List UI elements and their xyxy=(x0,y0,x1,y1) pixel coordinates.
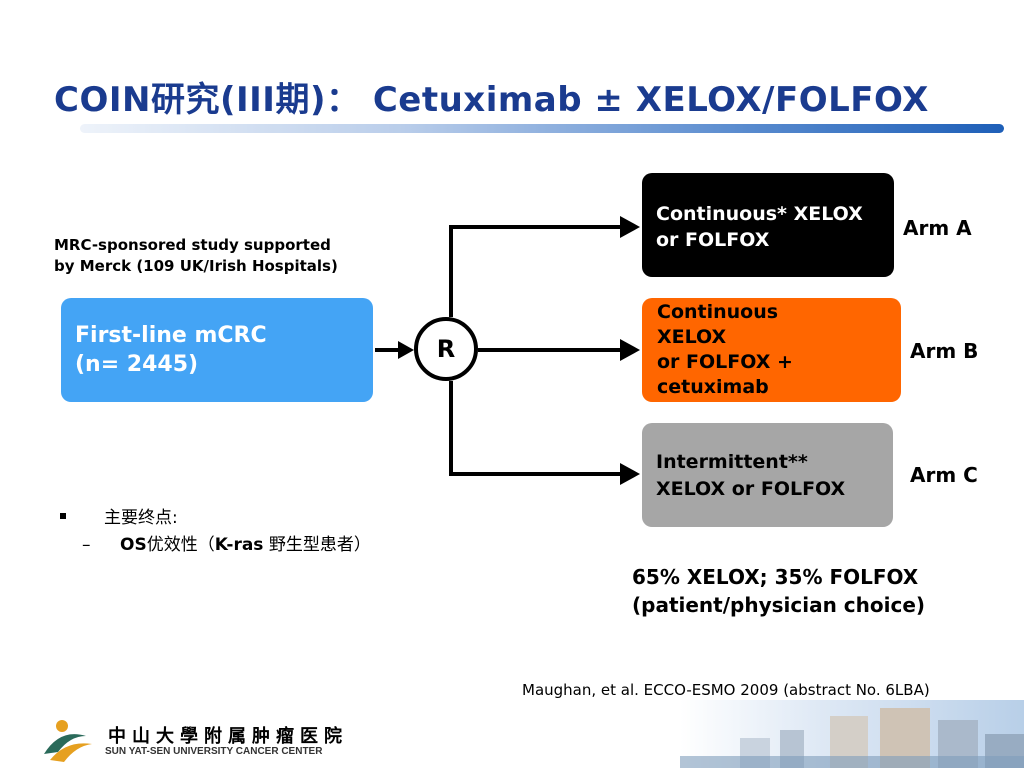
title-underline-bar xyxy=(80,124,1004,133)
sponsor-line-1: MRC-sponsored study supported xyxy=(54,236,331,254)
arm-c-line-1: Intermittent** xyxy=(656,451,808,473)
population-line-1: First-line mCRC xyxy=(75,323,267,348)
randomization-node: R xyxy=(414,317,478,381)
arrowhead-arm-a xyxy=(620,216,640,238)
citation: Maughan, et al. ECCO-ESMO 2009 (abstract… xyxy=(522,681,930,699)
endpoint-list: 主要终点: – OS优效性（K-ras 野生型患者） xyxy=(60,505,371,559)
sponsor-note: MRC-sponsored study supported by Merck (… xyxy=(54,235,338,277)
endpoint-os: OS xyxy=(120,535,147,555)
arm-b-line-2: XELOX xyxy=(657,326,727,348)
population-box: First-line mCRC (n= 2445) xyxy=(61,298,373,402)
hospital-buildings-image xyxy=(680,700,1024,768)
square-bullet-icon xyxy=(60,513,66,519)
university-logo-icon xyxy=(44,720,92,762)
arm-a-line-1: Continuous* XELOX xyxy=(656,203,863,225)
arm-b-line-1: Continuous xyxy=(657,301,779,323)
arm-b-line-4: cetuximab xyxy=(657,376,769,398)
arm-c-box: Intermittent** XELOX or FOLFOX xyxy=(642,423,893,527)
regimen-choice-note: 65% XELOX; 35% FOLFOX (patient/physician… xyxy=(632,563,925,619)
population-line-2: (n= 2445) xyxy=(75,352,199,377)
arm-c-label: Arm C xyxy=(910,463,978,487)
slide-title: COIN研究(III期)： Cetuximab ± XELOX/FOLFOX xyxy=(54,80,929,120)
arm-b-label: Arm B xyxy=(910,339,979,363)
endpoint-bullet: 主要终点: xyxy=(60,505,371,532)
arrowhead-arm-b xyxy=(620,339,640,361)
choice-line-1: 65% XELOX; 35% FOLFOX xyxy=(632,565,919,589)
sponsor-line-2: by Merck (109 UK/Irish Hospitals) xyxy=(54,257,338,275)
arm-a-line-2: or FOLFOX xyxy=(656,229,770,251)
choice-line-2: (patient/physician choice) xyxy=(632,593,926,617)
endpoint-heading: 主要终点: xyxy=(104,508,178,528)
arrowhead-arm-c xyxy=(620,463,640,485)
arm-a-label: Arm A xyxy=(903,216,972,240)
arm-a-box: Continuous* XELOX or FOLFOX xyxy=(642,173,894,277)
endpoint-population: 野生型患者） xyxy=(263,535,371,555)
footer-institution-cn: 中山大學附属肿瘤医院 xyxy=(108,726,348,747)
endpoint-superiority: 优效性（ xyxy=(146,535,215,555)
arm-c-line-2: XELOX or FOLFOX xyxy=(656,478,846,500)
arm-b-line-3: or FOLFOX + xyxy=(657,351,793,373)
randomization-label: R xyxy=(436,335,456,363)
arm-b-box: Continuous XELOX or FOLFOX + cetuximab xyxy=(642,298,901,402)
footer-institution-en: SUN YAT-SEN UNIVERSITY CANCER CENTER xyxy=(105,746,323,757)
dash-bullet: – xyxy=(82,535,91,555)
endpoint-sub-bullet: – OS优效性（K-ras 野生型患者） xyxy=(60,532,371,559)
arrowhead-source xyxy=(398,341,414,359)
endpoint-kras: K-ras xyxy=(214,535,264,555)
